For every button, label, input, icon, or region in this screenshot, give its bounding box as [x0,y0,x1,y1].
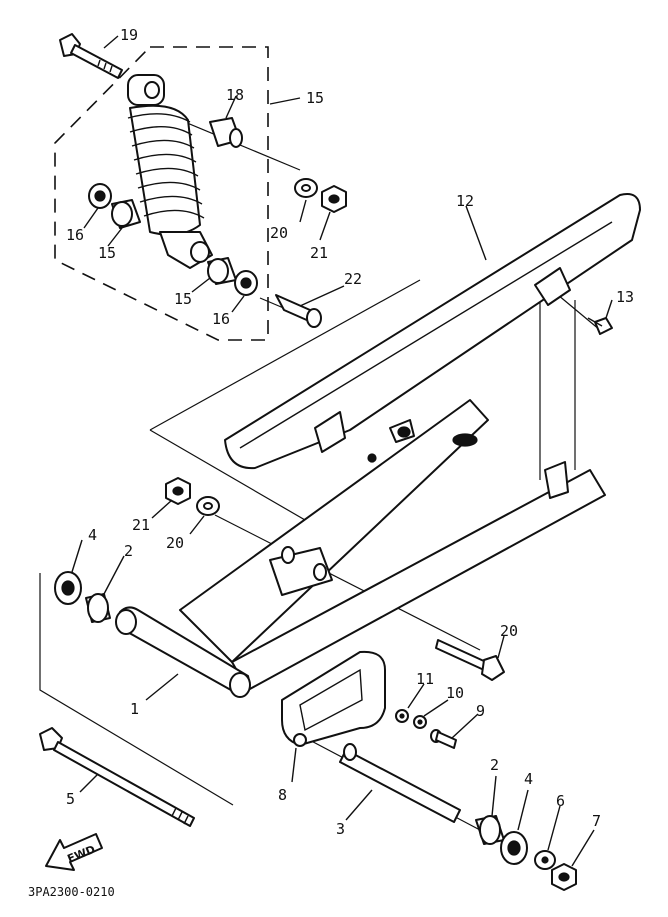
nut-21-mid [165,477,191,505]
seal-16-upper [88,183,112,209]
washer-20-top [294,178,318,198]
callout-6: 6 [556,792,565,810]
seal-4-right [500,831,528,865]
callout-14: 15 [306,89,324,107]
callout-17: 18 [226,86,244,104]
bolt-18 [59,33,123,79]
callout-2-left: 2 [124,542,133,560]
reference-lines [39,114,601,831]
forward-direction-arrow: FWD [45,833,103,871]
callout-1: 1 [130,700,139,718]
callout-16-lower: 16 [212,310,230,328]
callout-12: 12 [456,192,474,210]
shock-absorber [127,74,213,269]
bolt-13 [587,317,613,335]
nut-7 [551,863,577,891]
bolt-19 [435,639,505,681]
washer-20-mid [196,496,220,516]
callout-20-top: 20 [270,224,288,242]
callout-9: 9 [476,702,485,720]
long-bolt-5 [39,727,195,827]
nut-21-top [321,185,347,213]
bushing-15-lower [207,257,237,285]
callout-21-mid: 21 [132,516,150,534]
seal-16-lower [234,270,258,296]
washer-11 [395,709,409,723]
collar-22 [275,294,322,328]
chain-guard [224,193,641,470]
bushing-2-right [475,815,505,845]
pivot-shaft-3 [339,743,461,823]
seal-4-left [54,571,82,605]
callout-10: 10 [446,684,464,702]
callout-19: 20 [500,622,518,640]
callout-16-upper: 16 [66,226,84,244]
callout-5: 5 [66,790,75,808]
callout-3: 3 [336,820,345,838]
washer-6 [534,850,556,870]
callout-2-right: 2 [490,756,499,774]
callout-18: 19 [120,26,138,44]
callout-4-right: 4 [524,770,533,788]
callout-15-upper: 15 [98,244,116,262]
callout-11: 11 [416,670,434,688]
part-code: 3PA2300-0210 [28,885,115,899]
collar-17 [209,117,243,148]
bushing-2-left [85,593,111,623]
callout-8: 8 [278,786,287,804]
callout-15-lower: 15 [174,290,192,308]
callout-labels: 19 15 18 20 21 16 15 15 16 22 12 13 21 2… [66,26,634,838]
callout-21-top: 21 [310,244,328,262]
shock-group-boundary [54,46,269,341]
screw-9 [430,729,457,749]
chain-slider [281,650,386,747]
bushing-15-upper [111,199,141,229]
swingarm [115,399,606,698]
callout-4-left: 4 [88,526,97,544]
leader-lines [71,35,613,867]
callout-13: 13 [616,288,634,306]
washer-10 [413,715,427,729]
callout-22: 22 [344,270,362,288]
callout-7: 7 [592,812,601,830]
callout-20-mid: 20 [166,534,184,552]
